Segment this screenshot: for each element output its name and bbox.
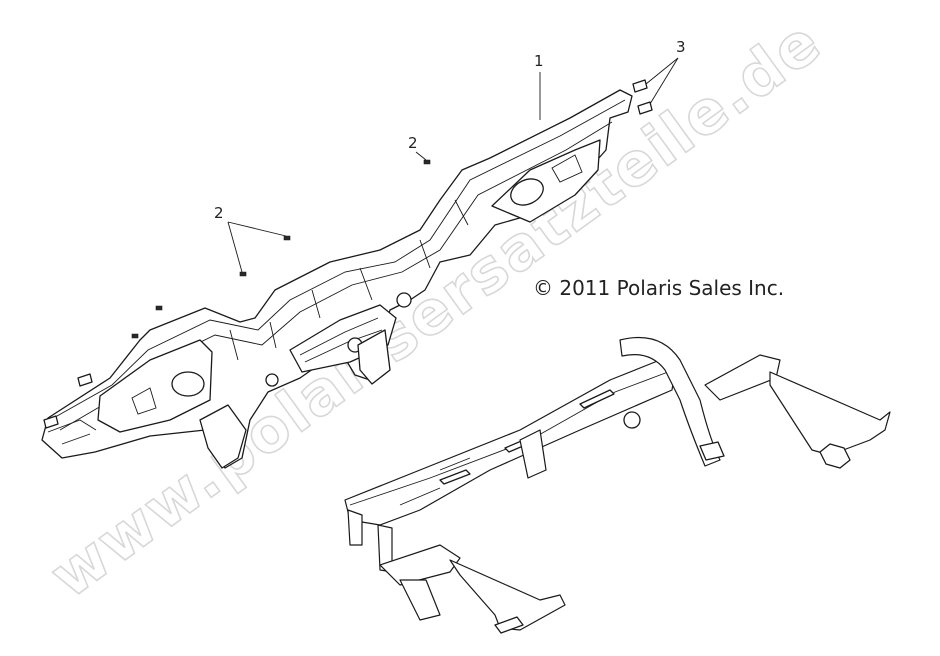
callout-2-lower: 2	[214, 204, 287, 273]
copyright-notice: © 2011 Polaris Sales Inc.	[533, 276, 784, 300]
callout-3-label: 3	[676, 38, 686, 56]
fasteners	[43, 79, 653, 429]
callout-2-upper: 2	[408, 134, 427, 161]
callout-1-label: 1	[534, 52, 544, 70]
callout-2-lower-label: 2	[214, 204, 224, 222]
callout-3: 3	[645, 38, 686, 105]
rear-frame-reference	[344, 336, 891, 634]
callout-1: 1	[534, 52, 544, 120]
rear-bumper-part	[41, 89, 633, 469]
callout-2-upper-label: 2	[408, 134, 418, 152]
